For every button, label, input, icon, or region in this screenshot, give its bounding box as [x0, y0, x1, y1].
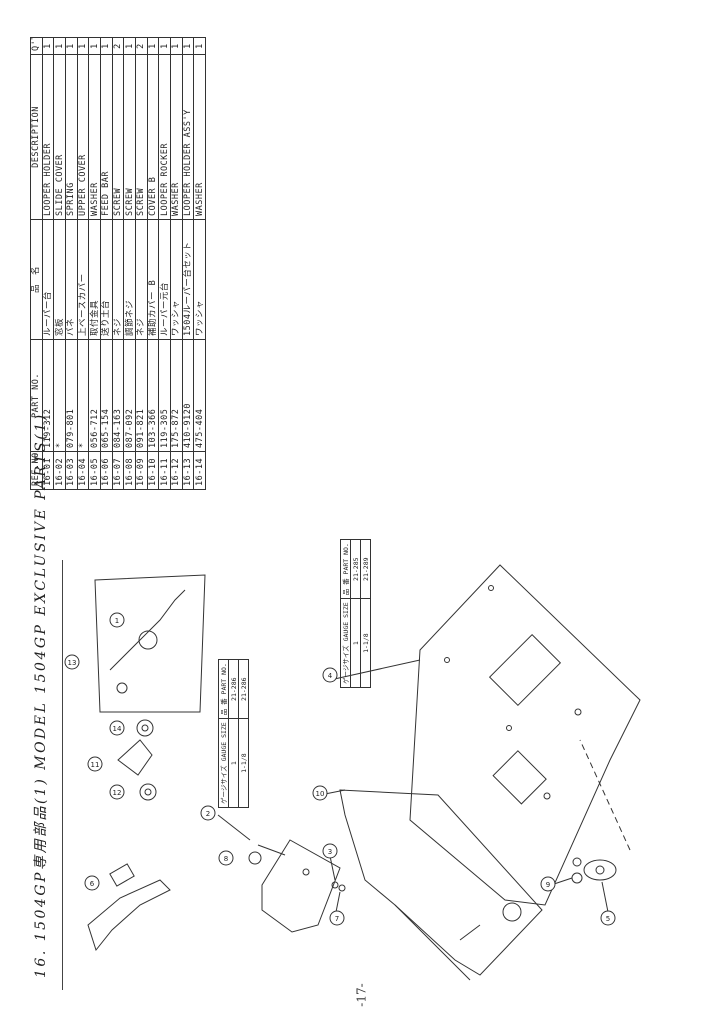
washer-14-inner: [141, 724, 149, 732]
cover-b-hole: [502, 902, 522, 922]
feed-bar-head: [109, 863, 135, 887]
callout-12: 12: [113, 789, 122, 797]
gauge4-header-size: ゲージサイズ GAUGE SIZE: [340, 598, 351, 688]
gauge-table-upper-cover: ゲージサイズ GAUGE SIZE 品 番 PART NO. 1 21-285 …: [340, 539, 371, 688]
gauge2-size-2: 1-1/8: [238, 718, 249, 808]
leader-5: [601, 881, 609, 913]
looper-rocker: [117, 739, 153, 776]
callout-2-circle: [200, 805, 216, 821]
title-underline: [62, 560, 63, 990]
gauge4-header-part: 品 番 PART NO.: [340, 539, 351, 599]
feed-bar: [87, 879, 171, 952]
slide-cover-hole: [302, 868, 310, 876]
leader-4: [329, 659, 421, 681]
callout-8-circle: [218, 850, 234, 866]
callout-3: 3: [328, 848, 332, 856]
looper-holder-shaft: [109, 589, 186, 671]
plate-slot-b: [492, 750, 547, 805]
callout-13: 13: [68, 659, 77, 667]
screw-9: [571, 872, 583, 884]
screw-8: [248, 851, 262, 865]
washer-14: [136, 719, 154, 737]
screw-7a: [331, 881, 339, 889]
callout-14-circle: [109, 720, 125, 736]
callout-4: 4: [328, 672, 333, 680]
washer-5-hole: [595, 865, 605, 875]
callout-11-circle: [87, 756, 103, 772]
leader-3: [329, 855, 336, 881]
callout-11: 11: [91, 761, 100, 769]
callout-8: 8: [224, 855, 228, 863]
cover-b-fold: [394, 904, 471, 981]
callout-7: 7: [335, 915, 339, 923]
gauge2-part-1: 21-286: [228, 659, 239, 719]
callout-4-circle: [322, 667, 338, 683]
washer-5: [583, 859, 617, 881]
callout-6: 6: [90, 880, 95, 888]
cover-b-tab: [459, 924, 481, 941]
leader-2: [217, 814, 251, 841]
gauge-table-slide-cover: ゲージサイズ GAUGE SIZE 品 番 PART NO. 1 21-286 …: [218, 659, 249, 808]
callout-10-circle: [312, 785, 328, 801]
screw-7b: [338, 884, 346, 892]
page-number: -17-: [354, 983, 369, 1007]
callout-13-circle: [64, 654, 80, 670]
callout-14: 14: [113, 725, 122, 733]
callout-6-circle: [84, 875, 100, 891]
callout-10: 10: [316, 790, 325, 798]
callout-1-circle: [109, 612, 125, 628]
callout-1: 1: [115, 617, 119, 625]
callout-7-circle: [329, 910, 345, 926]
slide-cover-spring: [257, 844, 286, 856]
callout-5-circle: [600, 910, 616, 926]
plate-hole-5: [506, 725, 512, 731]
looper-holder-body: [138, 630, 158, 650]
callout-3-circle: [322, 843, 338, 859]
screw-9b: [572, 857, 582, 867]
looper-holder-nut: [116, 682, 128, 694]
leader-dashed: [579, 739, 631, 851]
callout-9-circle: [540, 876, 556, 892]
plate-hole-2: [574, 708, 582, 716]
upper-cover-plate: [409, 564, 641, 906]
washer-12: [139, 783, 157, 801]
plate-slot-a: [488, 633, 562, 707]
callout-2: 2: [206, 810, 210, 818]
gauge2-size-1: 1: [228, 718, 239, 808]
callout-5: 5: [606, 915, 610, 923]
leader-9: [553, 877, 573, 885]
gauge4-size-2: 1-1/8: [360, 598, 371, 688]
gauge2-header-size: ゲージサイズ GAUGE SIZE: [218, 718, 229, 808]
washer-12-inner: [144, 788, 152, 796]
plate-hole-3: [444, 657, 450, 663]
plate-hole-4: [488, 585, 494, 591]
gauge4-part-1: 21-285: [350, 539, 361, 599]
gauge2-part-2: 21-286: [238, 659, 249, 719]
plate-hole-1: [543, 792, 551, 800]
gauge4-size-1: 1: [350, 598, 361, 688]
gauge2-header-part: 品 番 PART NO.: [218, 659, 229, 719]
slide-cover: [261, 839, 341, 933]
looper-holder-assembly-box: [94, 574, 206, 713]
cover-b: [339, 789, 543, 976]
gauge4-part-2: 21-289: [360, 539, 371, 599]
callout-12-circle: [109, 784, 125, 800]
callout-9: 9: [546, 881, 550, 889]
leader-7: [335, 891, 341, 913]
